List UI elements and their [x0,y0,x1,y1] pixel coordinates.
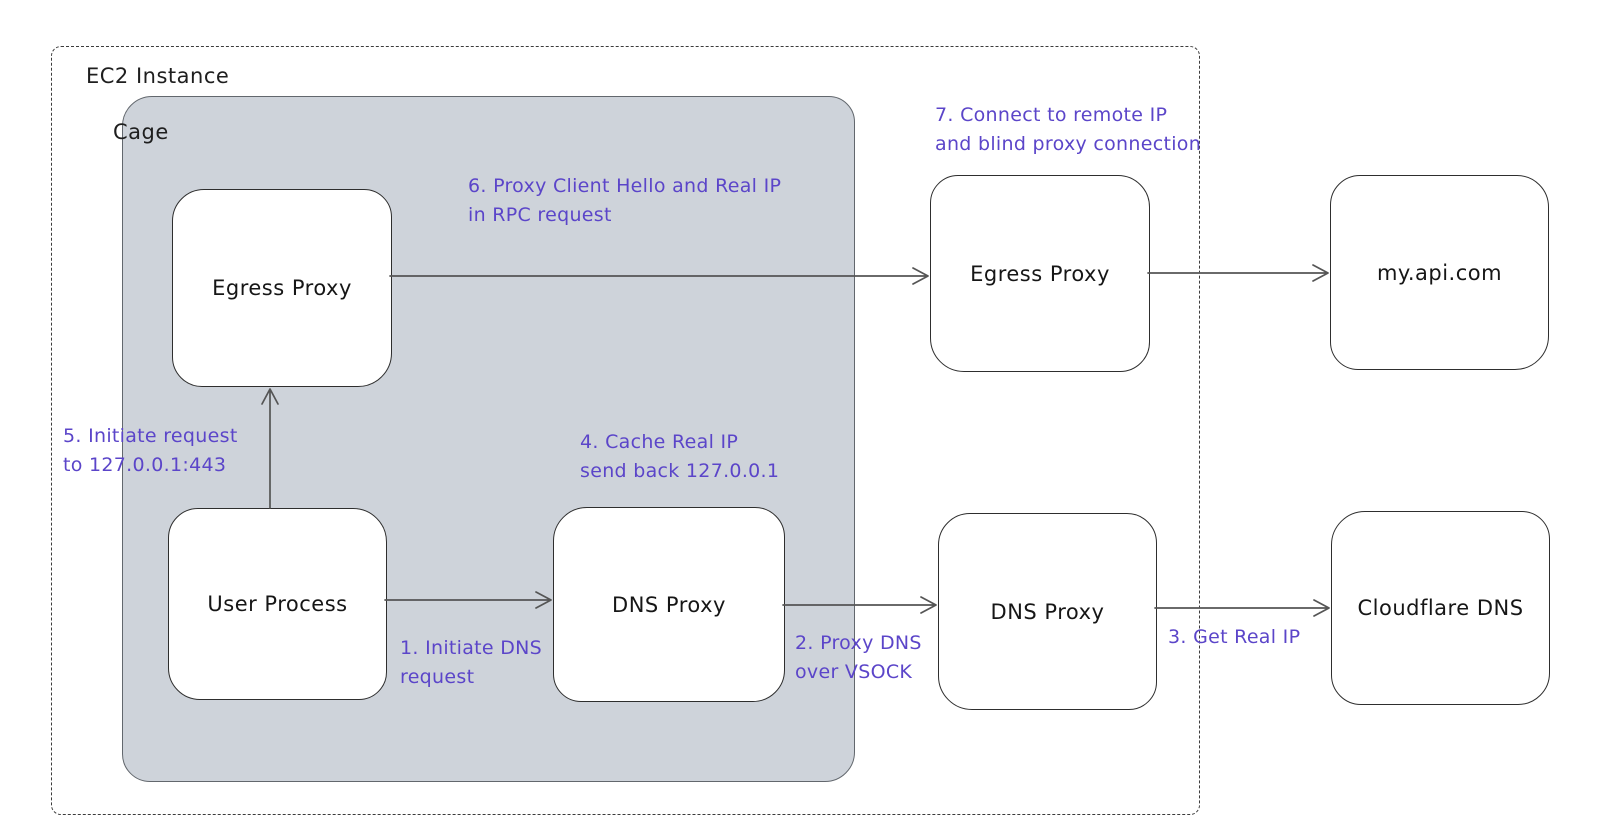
ec2-instance-boundary [51,46,1200,815]
node-egress-proxy-cage: Egress Proxy [172,189,392,387]
node-cloudflare-dns-label: Cloudflare DNS [1357,596,1524,620]
node-egress-proxy-host: Egress Proxy [930,175,1150,372]
node-cloudflare-dns: Cloudflare DNS [1331,511,1550,705]
annotation-step-6: 6. Proxy Client Hello and Real IP in RPC… [468,175,782,226]
annotation-step-7: 7. Connect to remote IP and blind proxy … [935,104,1202,155]
node-egress-proxy-cage-label: Egress Proxy [212,276,352,300]
node-my-api-com: my.api.com [1330,175,1549,370]
annotation-step-4: 4. Cache Real IP send back 127.0.0.1 [580,431,780,482]
node-dns-proxy-host: DNS Proxy [938,513,1157,710]
annotation-step-2: 2. Proxy DNS over VSOCK [795,632,922,683]
annotation-step-5: 5. Initiate request to 127.0.0.1:443 [63,425,238,476]
node-dns-proxy-host-label: DNS Proxy [990,599,1105,624]
node-dns-proxy-cage-label: DNS Proxy [612,592,726,617]
node-dns-proxy-cage: DNS Proxy [553,507,785,702]
ec2-instance-label: EC2 Instance [86,64,230,88]
cage-label: Cage [113,120,169,144]
annotation-step-1: 1. Initiate DNS request [400,637,543,688]
node-my-api-com-label: my.api.com [1376,260,1503,285]
annotation-step-3: 3. Get Real IP [1168,626,1301,648]
node-user-process-label: User Process [207,592,348,616]
node-user-process: User Process [168,508,387,700]
node-egress-proxy-host-label: Egress Proxy [970,261,1110,286]
